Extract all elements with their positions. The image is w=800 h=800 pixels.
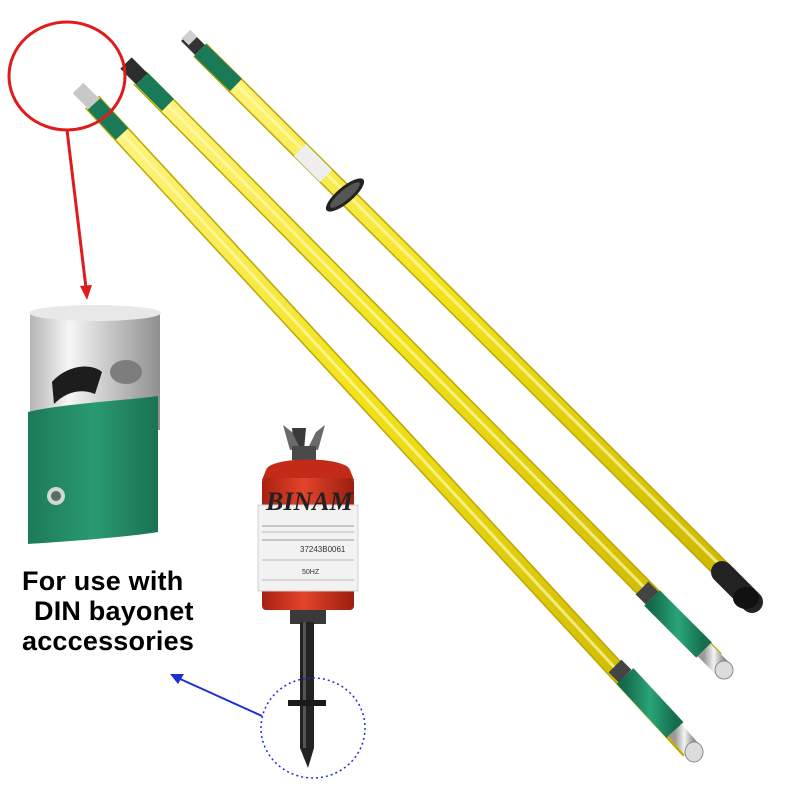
zoom-inset bbox=[28, 305, 161, 544]
highlight-callout bbox=[7, 20, 127, 300]
caption-line-3: acccessories bbox=[22, 626, 195, 656]
pole-left bbox=[72, 82, 704, 763]
bayonet-callout bbox=[170, 674, 366, 779]
detector-serial: 37243B0061 bbox=[300, 545, 346, 554]
caption-line-1: For use with bbox=[22, 566, 184, 596]
arrow-left-icon bbox=[170, 674, 184, 684]
detector-brand: BINAM bbox=[265, 487, 354, 516]
voltage-detector: BINAM 37243B0061 50HZ bbox=[257, 425, 359, 768]
caption-line-2: DIN bayonet bbox=[34, 596, 194, 626]
detector-frequency: 50HZ bbox=[302, 569, 320, 576]
pole-right bbox=[181, 29, 763, 613]
arrow-down-icon bbox=[80, 285, 92, 300]
pole-middle bbox=[120, 57, 734, 680]
caption: For use with DIN bayonet acccessories bbox=[22, 566, 222, 656]
